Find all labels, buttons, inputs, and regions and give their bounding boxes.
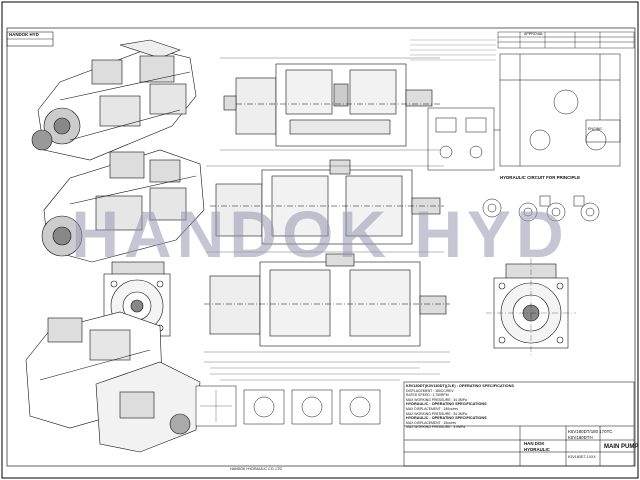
- footer-note: HANDOK HYDRAULIC CO.,LTD: [230, 467, 283, 471]
- drawing-title: MAIN PUMP: [604, 444, 639, 450]
- spec-line: MAX WORKING PRESSURE : 34.3MPa: [406, 397, 467, 402]
- spec-heading-3: HYDRAULIC : OPERATING SPECIFICATIONS: [406, 416, 487, 421]
- dimension-lines: [210, 367, 440, 381]
- spec-heading: K5V180DT(K3V180DT)(JLE) : OPERATING SPEC…: [406, 384, 514, 388]
- front-view-right: [486, 258, 576, 356]
- approval-label: APPROVAL: [524, 32, 544, 36]
- sub-model-label: K5V180DTH: [568, 435, 593, 440]
- hydraulic-circuit: [427, 53, 621, 171]
- drawing-number: K3V180DT-1XXX: [568, 455, 596, 459]
- iso-pump-3: [25, 311, 201, 453]
- spec-block: K5V180DT(K3V180DT)(JLE) : OPERATING SPEC…: [406, 384, 514, 430]
- company-line2: HYDRAULIC: [524, 447, 550, 452]
- side-view: [206, 159, 444, 253]
- iso-pump-1: [31, 39, 197, 161]
- spec-line: MAX WORKING PRESSURE : 34.3MPa: [406, 411, 467, 416]
- port-details: [482, 195, 600, 222]
- spec-line: MAX DISPLACEMENT : 180cc/rev: [406, 406, 459, 411]
- detail-boxes: [195, 385, 381, 427]
- top-view: [220, 57, 440, 151]
- spec-heading-2: HYDRAULIC : OPERATING SPECIFICATIONS: [406, 402, 487, 407]
- spec-line: RATED SPEED : 1,750RPM: [406, 393, 449, 398]
- spec-line: MAX DISPLACEMENT : 15cc/rev: [406, 420, 457, 425]
- notes-lines: [410, 39, 496, 61]
- top-left-block: [6, 31, 54, 47]
- circuit-title: HYDRAULIC CIRCUIT FOR PRINCIPLE: [500, 175, 581, 180]
- logo-text: HANDOK HYD: [9, 32, 39, 37]
- title-block: [403, 381, 635, 467]
- top-right-block: [497, 31, 635, 49]
- spec-line: MAX WORKING PRESSURE : 3.9MPa: [406, 425, 465, 430]
- iso-pump-2: [41, 149, 205, 263]
- spec-line: DISPLACEMENT : 180CC/REV: [406, 388, 454, 393]
- engine-label: ENGINE: [588, 127, 602, 131]
- inner-border: [6, 27, 636, 467]
- company-line1: HAN DOK: [524, 441, 545, 446]
- bottom-view: [204, 253, 450, 363]
- watermark-text: HANDOK HYD: [71, 197, 569, 271]
- model-label: K5V180DT/180 170TC: [568, 429, 613, 434]
